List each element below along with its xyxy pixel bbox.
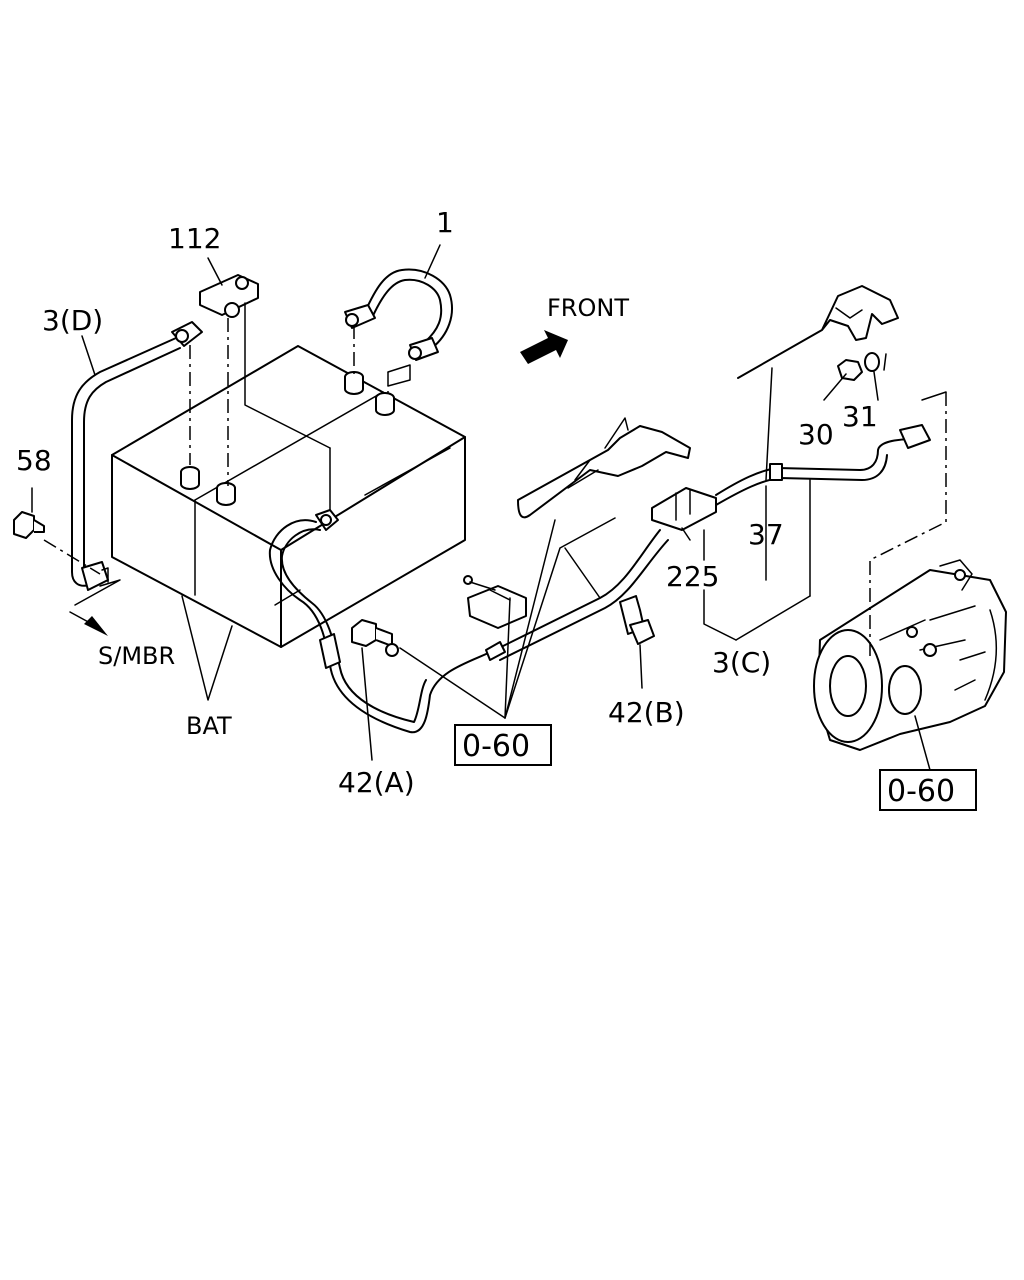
- label-part-31: 31: [842, 400, 878, 433]
- terminal-post: [375, 392, 395, 416]
- reference-label-left: 0-60: [462, 729, 530, 764]
- label-front: FRONT: [547, 294, 629, 322]
- cable-3d: [71, 321, 203, 591]
- cable-clip: [463, 575, 527, 629]
- label-part-37: 37: [748, 518, 784, 551]
- terminal-clamp-112: [199, 274, 259, 318]
- starter-motor: [813, 559, 1007, 751]
- mounting-bracket: [737, 285, 899, 379]
- terminal-post: [216, 482, 236, 506]
- leader-lines: [31, 244, 947, 771]
- label-part-3d: 3(D): [42, 304, 103, 337]
- bolt-58: [13, 511, 45, 539]
- terminal-post: [344, 371, 364, 395]
- label-part-42a: 42(A): [338, 766, 415, 799]
- battery: [111, 345, 466, 648]
- terminal-post: [180, 466, 200, 490]
- bolt-42b: [619, 595, 655, 645]
- label-part-112: 112: [168, 222, 221, 255]
- reference-box-left: [454, 724, 552, 766]
- cable-1: [344, 268, 453, 361]
- smbr-arrow: [69, 611, 108, 636]
- label-part-3c: 3(C): [712, 646, 771, 679]
- main-cable: [268, 424, 931, 734]
- bolt-42a: [351, 619, 399, 657]
- front-arrow: [520, 330, 568, 364]
- label-part-30: 30: [798, 418, 834, 451]
- label-part-42b: 42(B): [608, 696, 685, 729]
- label-part-58: 58: [16, 444, 52, 477]
- label-part-1: 1: [436, 206, 454, 239]
- label-smbr: S/MBR: [98, 642, 175, 670]
- bracket: [517, 417, 691, 519]
- label-part-225: 225: [666, 560, 719, 593]
- nut-30: [837, 359, 863, 381]
- reference-label-right: 0-60: [887, 774, 955, 809]
- label-bat: BAT: [186, 712, 232, 740]
- washer-31: [864, 352, 880, 372]
- reference-box-right: [879, 769, 977, 811]
